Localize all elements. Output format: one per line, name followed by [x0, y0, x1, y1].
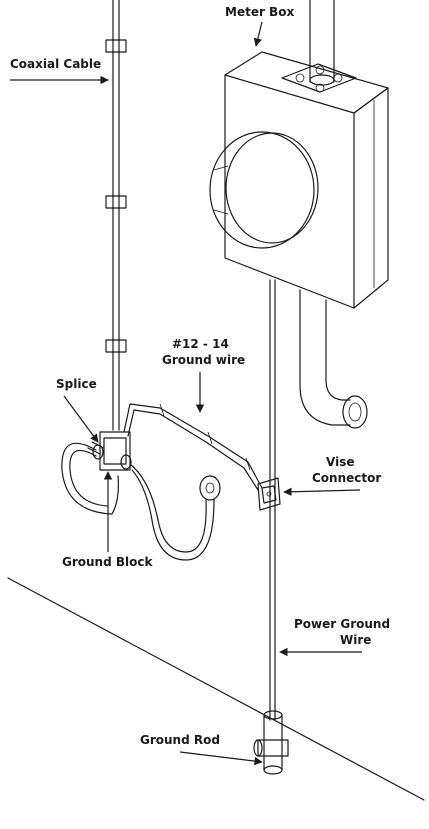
ground-surface-line	[7, 577, 425, 801]
meter-box	[209, 0, 389, 309]
vise-connector	[257, 477, 281, 511]
meter-box-label: Meter Box	[225, 5, 294, 19]
vise-connector-label-line2: Connector	[312, 471, 381, 485]
ground-wire-12-14	[123, 403, 263, 491]
power-ground-wire-label-line1: Power Ground	[294, 617, 390, 631]
splice-label: Splice	[56, 377, 97, 391]
ground-rod	[253, 710, 289, 775]
ground-block-label: Ground Block	[62, 555, 153, 569]
ground-wire-label-line2: Ground wire	[162, 353, 245, 367]
coaxial-cable	[105, 0, 127, 431]
vise-connector-label-line1: Vise	[326, 455, 354, 469]
power-ground-wire-label-line2: Wire	[340, 633, 371, 647]
ground-block-assembly	[61, 431, 221, 561]
coaxial-cable-label: Coaxial Cable	[10, 57, 101, 71]
meter-conduit-elbow	[299, 289, 368, 429]
ground-rod-label: Ground Rod	[140, 733, 220, 747]
ground-wire-label-line1: #12 - 14	[172, 337, 229, 351]
